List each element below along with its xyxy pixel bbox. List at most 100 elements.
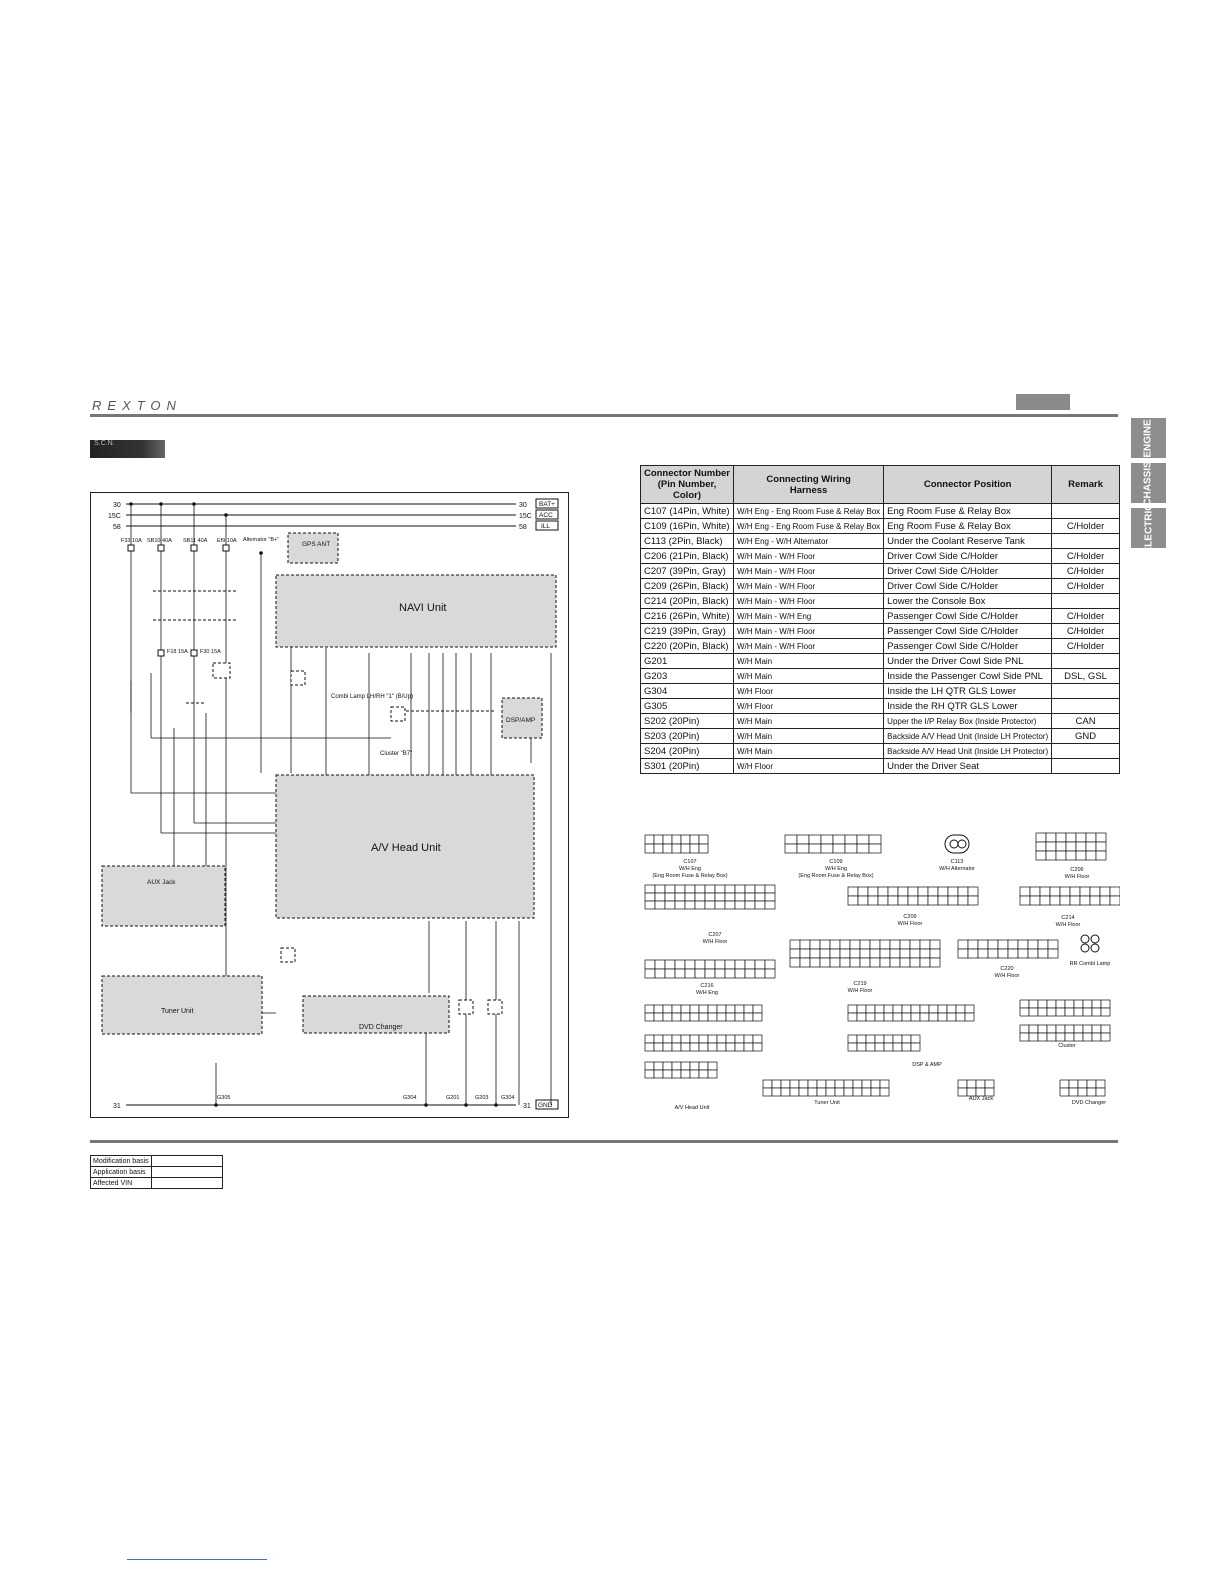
pin-cell (664, 884, 676, 894)
header-badge (1016, 394, 1070, 410)
pin-cell (808, 843, 822, 854)
wiring-harness: W/H Main - W/H Floor (732, 548, 885, 564)
pin-cell (1075, 832, 1087, 843)
pin-cell (928, 1004, 939, 1014)
pin-cell (977, 939, 989, 950)
pin-cell (771, 1087, 782, 1097)
pin-cell (654, 892, 666, 902)
pin-cell (764, 900, 776, 910)
pin-cell (680, 834, 691, 845)
pin-cell (1029, 886, 1041, 897)
remark (1051, 683, 1120, 699)
pin-cell (819, 948, 831, 959)
pin-cell (796, 843, 810, 854)
pin-cell (957, 948, 969, 959)
pin-cell (754, 892, 766, 902)
pin-cell (869, 948, 881, 959)
pinout-label-c113: C113 (951, 859, 964, 865)
remark (1051, 743, 1120, 759)
pin-cell (754, 884, 766, 894)
pin-cell (856, 834, 870, 845)
pinout-label-c206-harness: W/H Floor (1065, 874, 1090, 880)
pin-cell (844, 834, 858, 845)
pin-cell (929, 948, 941, 959)
pin-cell (808, 834, 822, 845)
remark (1051, 503, 1120, 519)
pin-cell (889, 948, 901, 959)
connector-number: S202 (20Pin) (640, 713, 734, 729)
connector-number: C207 (39Pin, Gray) (640, 563, 734, 579)
side-tab-electric[interactable]: ELECTRIC (1131, 503, 1166, 553)
pin-cell (771, 1079, 782, 1089)
pin-cell (684, 884, 696, 894)
pin-cell (644, 843, 655, 854)
pin-cell (671, 1042, 682, 1052)
pin-cell (764, 968, 776, 979)
pin-cell (714, 884, 726, 894)
rail-num-58: 58 (113, 524, 121, 531)
wiring-harness: W/H Main - W/H Eng (732, 608, 885, 624)
pin-cell (865, 1034, 876, 1044)
pin-cell (716, 1034, 727, 1044)
pin-cell (752, 1012, 763, 1022)
wiring-harness: W/H Main (732, 653, 885, 669)
pin-cell (707, 1061, 718, 1071)
rail-num-31: 31 (113, 1103, 121, 1110)
dvd-changer-label: DVD Changer (359, 1024, 403, 1031)
pin-cell (653, 1042, 664, 1052)
pin-cell (897, 886, 909, 897)
side-tab-engine[interactable]: ENGINE (1131, 418, 1166, 458)
pin-cell (1082, 999, 1093, 1009)
pin-cell (1019, 1032, 1030, 1042)
pin-cell (987, 948, 999, 959)
pin-cell (809, 957, 821, 968)
remark (1051, 533, 1120, 549)
pin-cell (684, 892, 696, 902)
pin-cell (887, 886, 899, 897)
side-tab-chassis[interactable]: CHASSIS (1131, 461, 1166, 505)
pin-cell (901, 1012, 912, 1022)
pin-cell (937, 886, 949, 897)
meta-modification-basis: Modification basis (90, 1155, 152, 1167)
pin-cell (1073, 1032, 1084, 1042)
pin-cell (1100, 1007, 1111, 1017)
pin-cell (752, 1042, 763, 1052)
pin-cell (1065, 832, 1077, 843)
pin-cell (689, 834, 700, 845)
pin-cell (879, 948, 891, 959)
pin-cell (653, 1034, 664, 1044)
pin-cell (807, 1087, 818, 1097)
pinout-label-c207-harness: W/H Floor (703, 939, 728, 945)
pin-cell (1086, 1079, 1097, 1089)
pin-cell (694, 900, 706, 910)
pin-cell (680, 1004, 691, 1014)
pin-cell (870, 1079, 881, 1089)
pin-cell (834, 1087, 845, 1097)
pin-cell (1085, 850, 1097, 861)
pin-cell (919, 939, 931, 950)
pin-cell (698, 1012, 709, 1022)
pin-cell (714, 968, 726, 979)
pin-cell (927, 895, 939, 906)
pin-cell (1029, 895, 1041, 906)
pin-cell (698, 1004, 709, 1014)
pin-cell (844, 843, 858, 854)
pin-cell (1019, 886, 1031, 897)
wiring-harness: W/H Floor (732, 698, 885, 714)
remark (1051, 758, 1120, 774)
pin-cell (987, 939, 999, 950)
pin-cell (849, 939, 861, 950)
pin-cell (869, 939, 881, 950)
col-remark: Remark (1051, 465, 1120, 504)
pin-cell (1100, 1024, 1111, 1034)
pin-cell (975, 1079, 986, 1089)
pin-cell (1068, 1087, 1079, 1097)
pin-cell (1100, 1032, 1111, 1042)
pin-cell (907, 886, 919, 897)
fuse-ef9: Ef9 10A (217, 538, 237, 544)
pin-cell (1045, 850, 1057, 861)
